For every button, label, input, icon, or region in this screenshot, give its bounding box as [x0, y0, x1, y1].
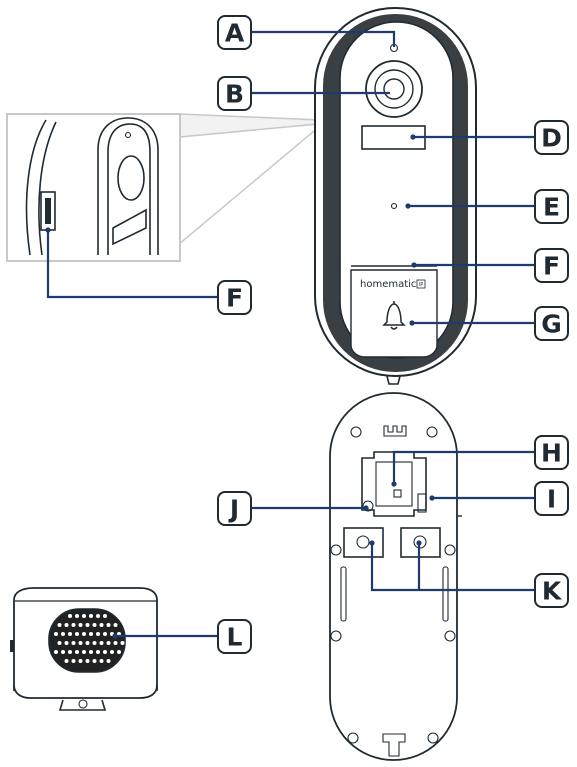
- grille-hole: [113, 641, 118, 645]
- callout-i: I: [534, 481, 569, 516]
- brand-text: homematic: [360, 279, 416, 290]
- doorbell-front-view: homematic IP: [314, 7, 477, 385]
- callout-b: B: [217, 76, 252, 111]
- bell-icon: [382, 301, 406, 330]
- leader-k: [370, 543, 535, 592]
- grille-hole: [75, 614, 79, 618]
- mount-hole-left: [343, 527, 384, 558]
- callout-label: A: [225, 19, 245, 48]
- callout-g: G: [534, 306, 569, 341]
- brand-label: homematic IP: [360, 279, 426, 290]
- grille-hole: [75, 650, 79, 654]
- chime-side-view: [10, 587, 158, 711]
- leader-h: [392, 450, 535, 484]
- callout-e: E: [534, 189, 569, 224]
- grille-hole: [96, 632, 100, 636]
- callout-label: J: [228, 495, 239, 524]
- callout-label: F: [543, 252, 560, 281]
- grille-hole: [106, 641, 111, 645]
- grille-hole: [64, 659, 69, 663]
- grille-hole: [57, 641, 62, 645]
- grille-hole: [71, 623, 76, 627]
- grille-hole: [110, 650, 114, 654]
- grille-hole: [89, 650, 93, 654]
- grille-hole: [92, 659, 97, 663]
- grille-hole: [64, 641, 69, 645]
- callout-label: D: [541, 124, 562, 153]
- callout-f-right: F: [534, 248, 569, 283]
- callout-f-left: F: [217, 280, 252, 315]
- leader-a: [251, 30, 396, 47]
- callout-a: A: [217, 15, 252, 50]
- leader-f-left: [46, 230, 218, 299]
- grille-hole: [82, 614, 86, 618]
- grille-hole: [89, 632, 93, 636]
- grille-hole: [57, 623, 62, 627]
- grille-hole: [99, 641, 104, 645]
- callout-label: K: [542, 577, 563, 606]
- grille-hole: [99, 659, 104, 663]
- zoom-inset: [6, 113, 322, 262]
- grille-hole: [96, 650, 100, 654]
- grille-hole: [61, 632, 65, 636]
- grille-hole: [103, 632, 107, 636]
- grille-hole: [117, 650, 121, 654]
- grille-hole: [54, 650, 58, 654]
- grille-hole: [64, 623, 69, 627]
- grille-hole: [68, 632, 72, 636]
- callout-label: I: [547, 485, 556, 514]
- microphone: [390, 202, 398, 210]
- callout-label: B: [225, 80, 244, 109]
- grille-hole: [106, 623, 111, 627]
- callout-label: G: [541, 310, 562, 339]
- grille-hole: [85, 659, 90, 663]
- mounting-plate-back-view: [329, 392, 462, 761]
- grille-hole: [82, 650, 86, 654]
- grille-hole: [71, 641, 76, 645]
- grille-hole: [71, 659, 76, 663]
- grille-hole: [78, 641, 83, 645]
- callout-h: H: [534, 435, 569, 470]
- grille-hole: [54, 632, 58, 636]
- bell-button: [350, 269, 438, 358]
- grille-hole: [92, 623, 97, 627]
- grille-hole: [82, 632, 86, 636]
- callout-label: F: [226, 284, 243, 313]
- grille-hole: [78, 659, 83, 663]
- grille-hole: [103, 614, 107, 618]
- grille-hole: [99, 623, 104, 627]
- grille-hole: [89, 614, 93, 618]
- mount-hole-right: [400, 527, 441, 558]
- grille-hole: [85, 623, 90, 627]
- grille-hole: [75, 632, 79, 636]
- callout-l: L: [217, 619, 252, 654]
- callout-j: J: [217, 491, 252, 526]
- grille-hole: [85, 641, 90, 645]
- callout-label: E: [543, 193, 560, 222]
- callout-d: D: [534, 120, 569, 155]
- grille-hole: [78, 623, 83, 627]
- brand-badge: IP: [419, 282, 424, 288]
- grille-hole: [61, 650, 65, 654]
- grille-hole: [68, 650, 72, 654]
- battery-compartment: [361, 451, 427, 517]
- grille-hole: [103, 650, 107, 654]
- callout-label: H: [541, 439, 562, 468]
- callout-label: L: [227, 623, 243, 652]
- grille-hole: [68, 614, 72, 618]
- grille-hole: [96, 614, 100, 618]
- grille-hole: [120, 641, 125, 645]
- callout-k: K: [534, 573, 569, 608]
- grille-hole: [106, 659, 111, 663]
- grille-hole: [113, 623, 118, 627]
- grille-hole: [92, 641, 97, 645]
- leader-lines: [45, 30, 535, 639]
